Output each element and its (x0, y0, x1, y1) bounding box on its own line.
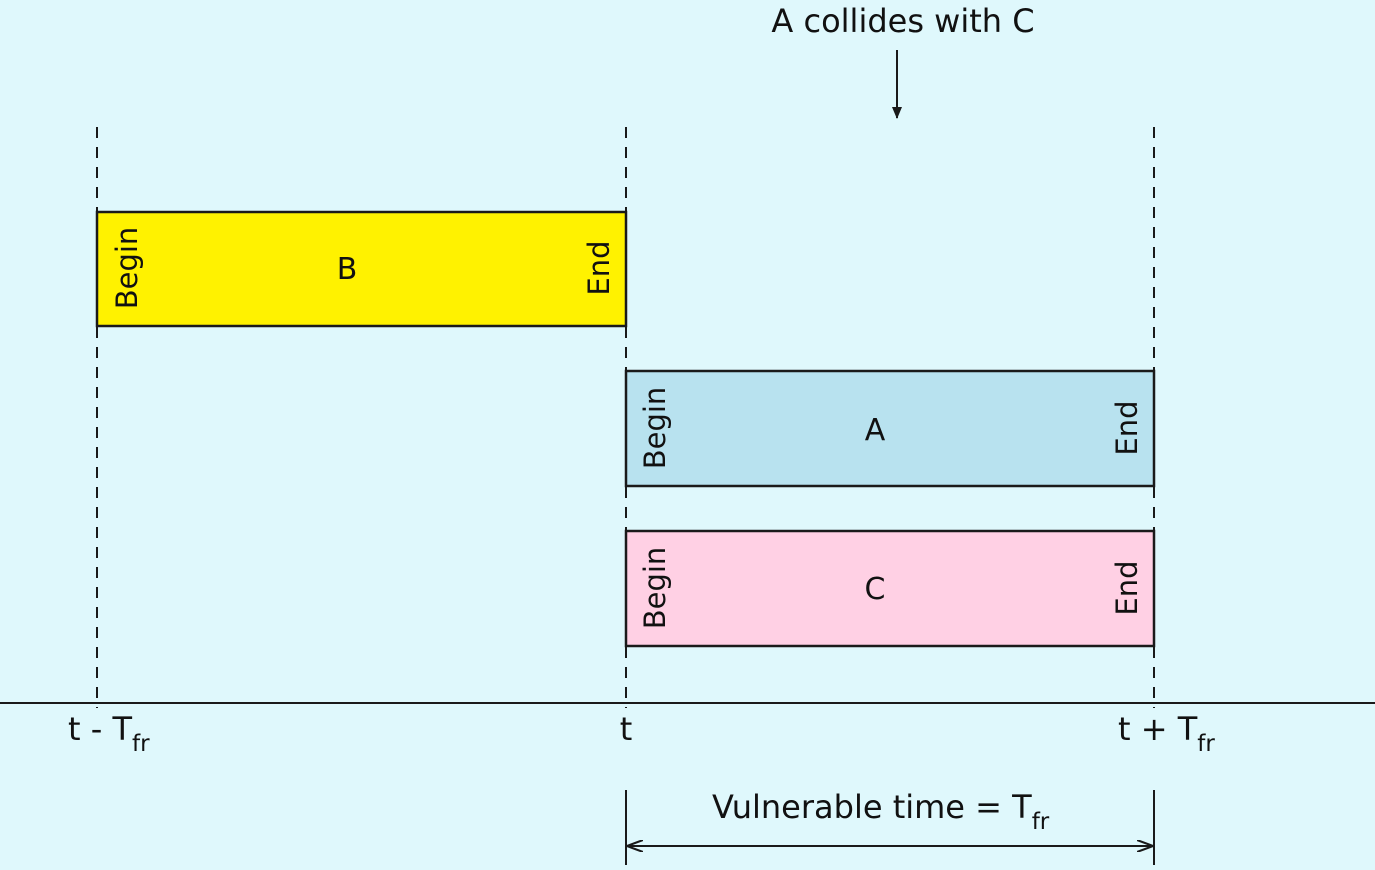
time-label-center: t (620, 710, 633, 748)
frame-b: Begin B End (95, 210, 628, 328)
frame-a-begin-label: Begin (638, 387, 672, 470)
frame-b-begin-label: Begin (110, 227, 144, 310)
frame-c-box (624, 529, 1156, 648)
frame-c-name: C (865, 572, 886, 607)
time-label-right: t + Tfr (1118, 710, 1215, 757)
frame-c-end-label: End (1110, 560, 1144, 615)
frame-b-end-label: End (582, 240, 616, 295)
frame-b-name: B (337, 252, 358, 287)
frame-c-begin-label: Begin (638, 547, 672, 630)
frame-b-box (95, 210, 628, 328)
collision-title: A collides with C (771, 2, 1034, 40)
frame-a-box (624, 369, 1156, 488)
frame-c: Begin C End (624, 529, 1156, 648)
frame-a-end-label: End (1110, 400, 1144, 455)
vulnerable-time-label: Vulnerable time = Tfr (712, 788, 1050, 835)
time-label-left: t - Tfr (68, 710, 150, 757)
frame-a: Begin A End (624, 369, 1156, 488)
frame-a-name: A (865, 413, 886, 448)
